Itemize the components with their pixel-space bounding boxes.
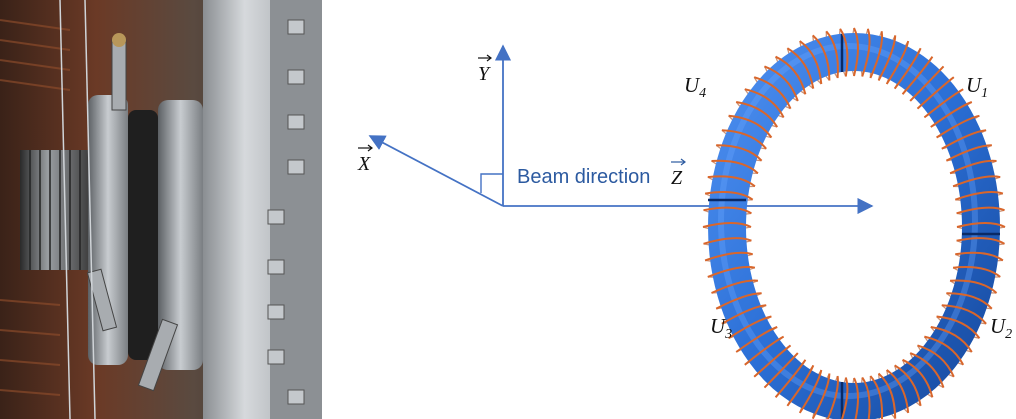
coordinate-diagram: Y X Beam direction Z U1 U2 U3 U4 [322,0,1016,419]
x-axis-label: X [357,145,372,175]
right-angle-marker [481,174,503,193]
segment-label-u2: U2 [990,314,1012,342]
apparatus-photo [0,0,322,419]
svg-text:Beam direction: Beam direction [517,166,650,188]
y-axis-label: Y [478,55,491,85]
svg-text:Y: Y [478,63,491,85]
svg-text:X: X [357,153,371,175]
segment-label-u1: U1 [966,73,988,101]
svg-text:Z: Z [671,167,683,189]
x-axis-line [370,136,503,206]
segment-label-u4: U4 [684,73,706,101]
beam-direction-label: Beam direction Z [517,159,685,189]
